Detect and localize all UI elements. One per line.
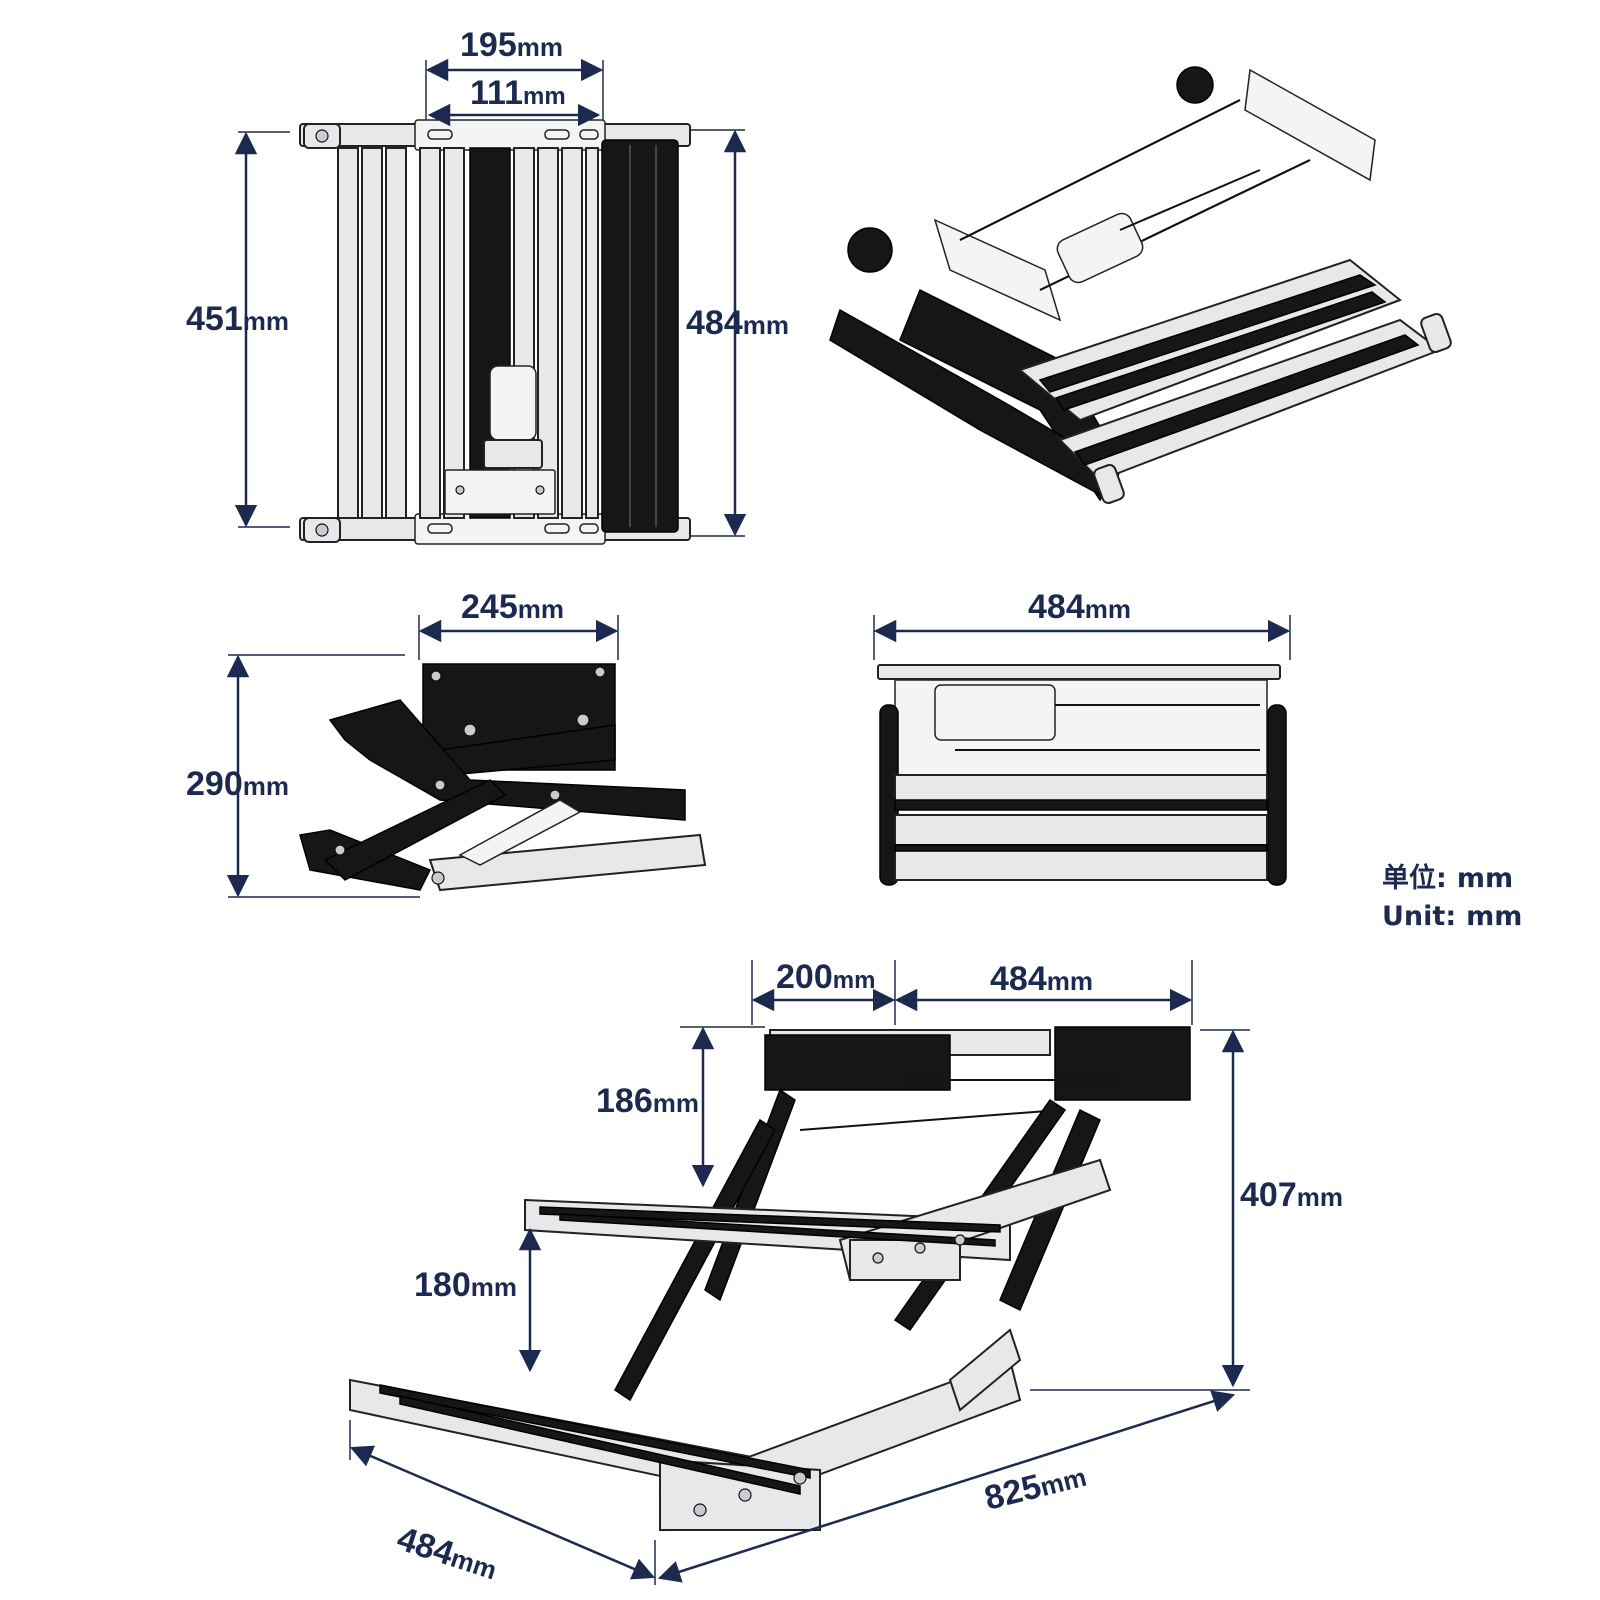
top-view: 195mm 111mm 451mm 484mm	[186, 26, 789, 545]
top-width-label: 195mm	[460, 26, 563, 64]
deployed-step-width-label: 484mm	[393, 1519, 503, 1587]
deployed-extension-label: 825mm	[981, 1456, 1090, 1518]
deployed-view: 200mm 484mm 186mm 180mm 407mm 484mm 825m…	[349, 958, 1343, 1587]
top-view-drawing	[299, 119, 691, 545]
unit-note: 单位:mm Unit:mm	[1382, 862, 1522, 932]
top-inner-width-label: 111mm	[470, 74, 566, 112]
top-left-height-label: 451mm	[186, 300, 289, 338]
deployed-step-rise-label: 180mm	[414, 1266, 517, 1304]
isometric-folded-view	[829, 66, 1452, 504]
deployed-mount-depth-label: 200mm	[776, 958, 875, 996]
front-view: 484mm	[873, 588, 1291, 886]
unit-note-en: Unit:mm	[1382, 901, 1522, 932]
front-width-label: 484mm	[1028, 588, 1131, 626]
deployed-mount-width-label: 484mm	[990, 960, 1093, 998]
deployed-upper-drop-label: 186mm	[596, 1082, 699, 1120]
side-depth-label: 245mm	[461, 588, 564, 626]
side-view: 245mm 290mm	[186, 588, 707, 898]
side-height-label: 290mm	[186, 765, 289, 803]
unit-note-cn: 单位:mm	[1382, 862, 1513, 894]
deployed-total-height-label: 407mm	[1240, 1176, 1343, 1214]
top-right-height-label: 484mm	[686, 304, 789, 342]
